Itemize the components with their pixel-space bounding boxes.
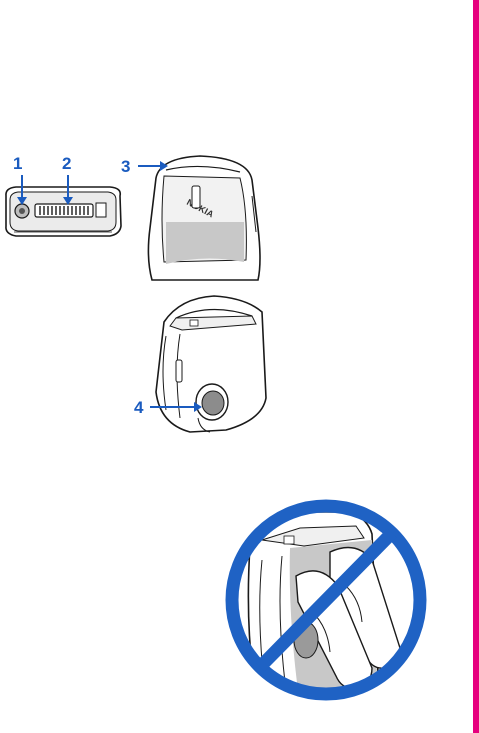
phone-top-illustration: NOKIA [138, 156, 260, 280]
page-edge-bar [473, 0, 479, 733]
phone-back-illustration [150, 296, 266, 432]
callout-2: 2 [62, 155, 71, 172]
callout-4: 4 [134, 399, 143, 416]
do-not-cover-speaker-illustration [220, 496, 430, 720]
phone-bottom-illustration [6, 175, 121, 236]
callout-1: 1 [13, 155, 22, 172]
callout-3: 3 [121, 158, 130, 175]
